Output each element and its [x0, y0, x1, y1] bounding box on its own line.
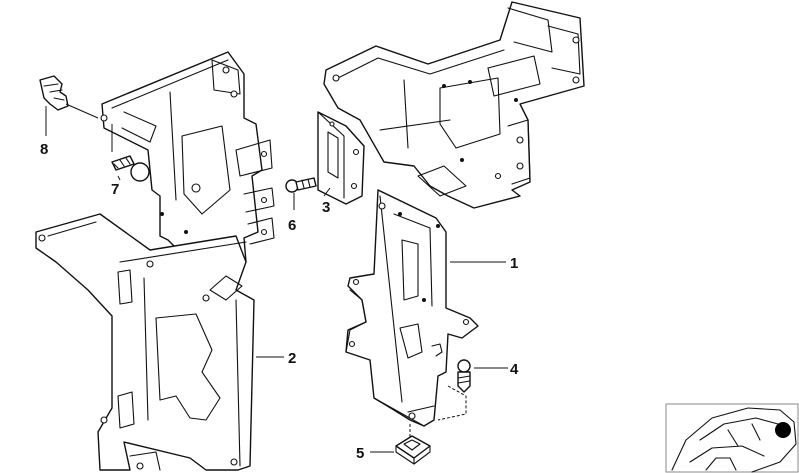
- car-location-icon: [665, 403, 799, 473]
- bracket-part-1: [323, 1, 585, 438]
- clip-nut-part-5: [370, 435, 431, 465]
- screw-part-4: [457, 359, 508, 393]
- screw-part-6: [285, 177, 317, 210]
- callout-4: 4: [510, 361, 519, 378]
- clip-part-8: [39, 75, 99, 136]
- bracket-part-3: [317, 111, 365, 205]
- callout-1: 1: [510, 255, 518, 272]
- location-marker-icon: [775, 422, 791, 438]
- callout-8: 8: [40, 141, 48, 158]
- callout-7: 7: [111, 181, 119, 198]
- callout-2: 2: [288, 350, 296, 367]
- screw-part-7: [111, 124, 150, 182]
- callout-6: 6: [288, 217, 296, 234]
- callout-3: 3: [322, 199, 330, 216]
- leader-part-3: [323, 187, 331, 197]
- callout-5: 5: [356, 445, 364, 462]
- bracket-part-2: [35, 51, 275, 471]
